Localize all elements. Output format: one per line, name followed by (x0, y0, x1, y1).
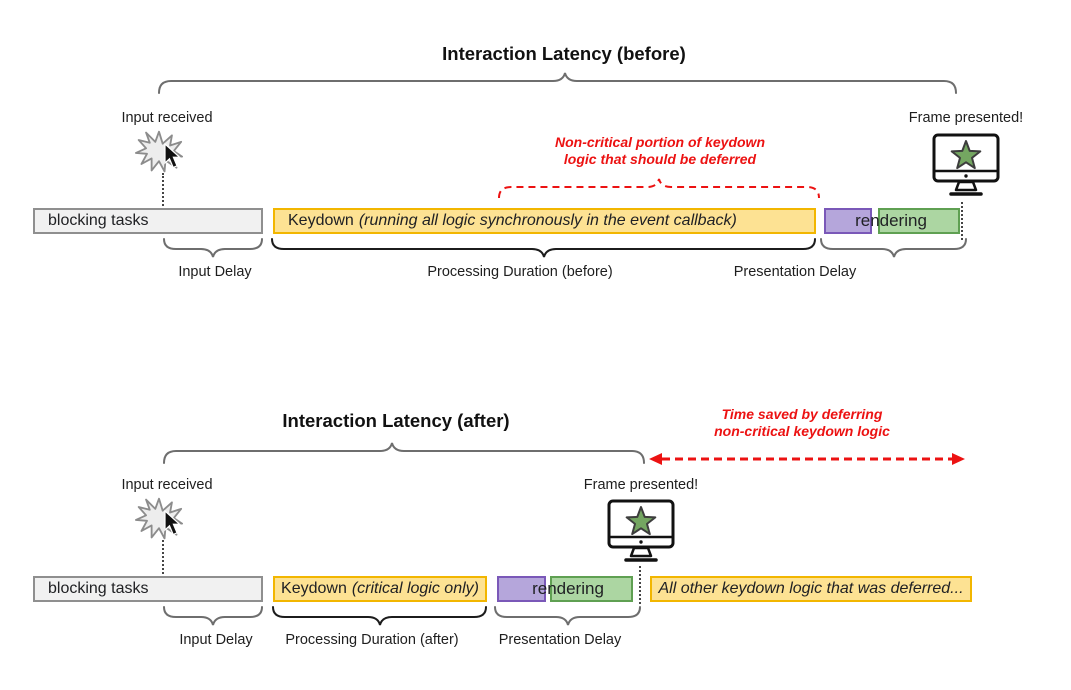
after-purple-task-segment (497, 576, 546, 602)
after-input-delay-label: Input Delay (179, 632, 253, 648)
before-presentation-brace (820, 238, 967, 258)
after-keydown-bar: Keydown(critical logic only) (273, 576, 487, 602)
after-deferred-keydown-bar: All other keydown logic that was deferre… (650, 576, 972, 602)
star-icon (950, 140, 982, 170)
mouse-cursor-icon (164, 143, 182, 169)
before-input-delay-label: Input Delay (178, 264, 252, 280)
after-rendering-bar (550, 576, 633, 602)
before-processing-label: Processing Duration (before) (427, 264, 613, 280)
monitor-with-star-icon (607, 499, 675, 562)
before-frame-connector (961, 202, 963, 240)
monitor-with-star-icon (932, 133, 1000, 196)
after-time-saved-annotation: Time saved by deferring non-critical key… (714, 406, 890, 439)
after-blocking-tasks-bar: blocking tasks (33, 576, 263, 602)
after-rendering-label: rendering (532, 579, 604, 598)
after-title: Interaction Latency (after) (282, 410, 510, 431)
after-frame-presented-label: Frame presented! (583, 477, 699, 493)
before-presentation-label: Presentation Delay (733, 264, 857, 280)
after-input-received-label: Input received (121, 477, 213, 493)
after-frame-connector (639, 566, 641, 604)
before-rendering-label: rendering (855, 211, 927, 230)
before-processing-brace (271, 238, 816, 258)
before-purple-task-segment (824, 208, 872, 234)
after-processing-label: Processing Duration (after) (285, 632, 459, 648)
before-latency-brace (158, 72, 957, 94)
mouse-cursor-icon (164, 510, 182, 536)
before-title: Interaction Latency (before) (442, 43, 686, 64)
before-input-connector (162, 173, 164, 206)
after-presentation-brace (494, 606, 641, 626)
after-presentation-label: Presentation Delay (498, 632, 622, 648)
before-frame-presented-label: Frame presented! (908, 110, 1024, 126)
after-input-connector (162, 540, 164, 574)
star-icon (625, 506, 657, 536)
before-rendering-bar (878, 208, 960, 234)
after-processing-brace (272, 606, 487, 626)
before-blocking-tasks-bar: blocking tasks (33, 208, 263, 234)
after-time-saved-arrow (649, 453, 965, 465)
after-latency-brace (163, 442, 645, 464)
before-deferred-dashed-brace (498, 178, 820, 199)
before-deferred-annotation: Non-critical portion of keydown logic th… (554, 134, 765, 167)
before-keydown-bar: Keydown(running all logic synchronously … (273, 208, 816, 234)
after-input-delay-brace (163, 606, 263, 626)
before-input-delay-brace (163, 238, 263, 258)
before-input-received-label: Input received (121, 110, 213, 126)
